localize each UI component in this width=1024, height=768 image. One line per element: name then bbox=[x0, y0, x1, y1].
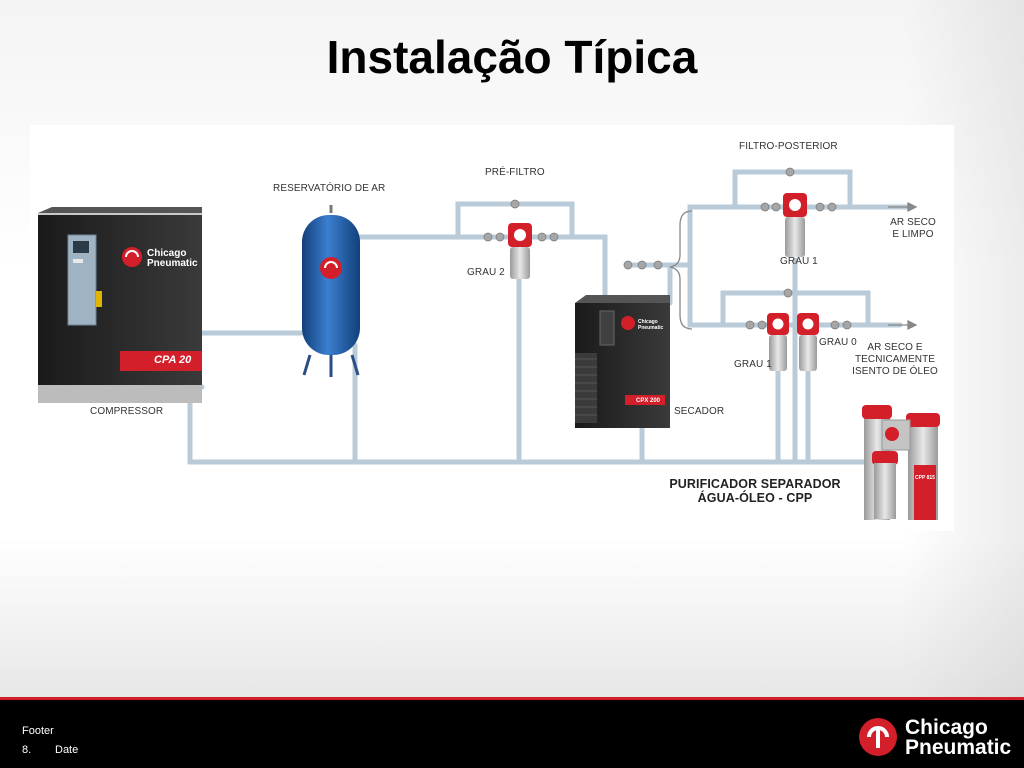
branch-brace bbox=[669, 210, 693, 330]
filter-grau0 bbox=[797, 313, 819, 371]
label-ar-seco-isento-line2: TECNICAMENTE bbox=[854, 354, 936, 365]
label-ar-seco-isento-line1: AR SECO E bbox=[867, 342, 923, 353]
label-purificador-line2: ÁGUA-ÓLEO - CPP bbox=[697, 491, 813, 505]
compressor-brand-line1: Chicago bbox=[147, 248, 187, 259]
installation-diagram: RESERVATÓRIO DE AR PRÉ-FILTRO FILTRO-POS… bbox=[30, 125, 954, 531]
filter-grau1-bottom bbox=[767, 313, 789, 371]
footer-logo-text: Chicago Pneumatic bbox=[905, 716, 1012, 759]
label-filtro-posterior: FILTRO-POSTERIOR bbox=[739, 141, 838, 152]
footer-logo-line1: Chicago bbox=[905, 716, 988, 739]
date-label: Date bbox=[55, 744, 79, 756]
dryer-brand: Chicago Pneumatic bbox=[638, 319, 664, 331]
label-compressor: COMPRESSOR bbox=[90, 406, 164, 417]
label-ar-seco-isento: AR SECO E TECNICAMENTE ISENTO DE ÓLEO bbox=[845, 342, 945, 378]
label-ar-seco-limpo: AR SECO E LIMPO bbox=[878, 217, 948, 241]
label-ar-seco-limpo-line1: AR SECO bbox=[890, 217, 936, 228]
after-filter-grau1-top bbox=[783, 193, 807, 257]
label-grau-2: GRAU 2 bbox=[467, 267, 505, 278]
label-grau-0: GRAU 0 bbox=[819, 337, 857, 348]
label-pre-filtro: PRÉ-FILTRO bbox=[485, 167, 545, 178]
chicago-pneumatic-logo-icon bbox=[859, 718, 897, 756]
label-reservatorio: RESERVATÓRIO DE AR bbox=[273, 183, 386, 194]
label-grau-1-top: GRAU 1 bbox=[780, 256, 818, 267]
label-ar-seco-isento-line3: ISENTO DE ÓLEO bbox=[852, 366, 938, 377]
purifier-model: CPP 815 bbox=[915, 475, 935, 481]
compressor-unit bbox=[38, 207, 202, 403]
label-grau-1-bottom: GRAU 1 bbox=[734, 359, 772, 370]
slide-footer bbox=[0, 700, 1024, 768]
dryer-model: CPX 200 bbox=[636, 398, 661, 404]
slide-title: Instalação Típica bbox=[326, 31, 698, 83]
valves bbox=[483, 167, 852, 330]
compressor-brand: Chicago Pneumatic bbox=[147, 249, 198, 269]
dryer-unit bbox=[575, 295, 670, 428]
diagram-drawing bbox=[38, 167, 940, 520]
footer-logo-line2: Pneumatic bbox=[905, 736, 1012, 759]
footer-label: Footer bbox=[22, 725, 54, 737]
air-tank bbox=[302, 205, 360, 377]
flow-arrows bbox=[888, 201, 918, 331]
label-purificador-line1: PURIFICADOR SEPARADOR bbox=[669, 477, 841, 491]
purifier-cpp bbox=[862, 405, 940, 520]
slide-number: 8. bbox=[22, 744, 32, 756]
label-purificador: PURIFICADOR SEPARADOR ÁGUA-ÓLEO - CPP bbox=[650, 477, 860, 505]
compressor-brand-line2: Pneumatic bbox=[147, 258, 198, 269]
label-secador: SECADOR bbox=[674, 406, 725, 417]
compressor-model: CPA 20 bbox=[154, 354, 192, 366]
pre-filter bbox=[508, 223, 532, 279]
label-ar-seco-limpo-line2: E LIMPO bbox=[892, 229, 934, 240]
